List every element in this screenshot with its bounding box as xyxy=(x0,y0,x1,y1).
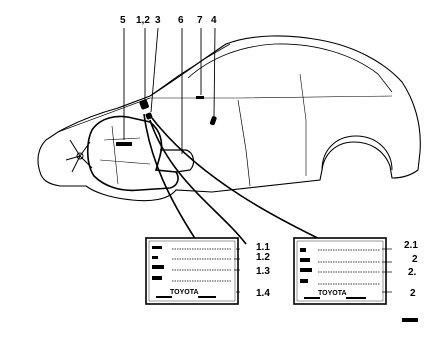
right-row-leaders xyxy=(382,248,392,293)
row-2-4: 2 xyxy=(410,288,416,299)
radiator-fan xyxy=(65,139,93,173)
callout-3: 3 xyxy=(155,15,161,26)
transmission xyxy=(160,149,195,173)
row-2-3: 2. xyxy=(408,267,417,278)
callout-4: 4 xyxy=(211,15,217,26)
callout-7: 7 xyxy=(197,15,203,26)
door-line xyxy=(237,99,251,187)
cowl-plate-mark-a xyxy=(139,99,149,110)
svg-text:TOYOTA: TOYOTA xyxy=(318,290,347,297)
car-body-outline xyxy=(37,35,421,202)
row-1-2: 1.2 xyxy=(256,252,270,263)
rear-wheel-arch xyxy=(321,135,393,171)
pillar-plate-mark xyxy=(209,116,217,126)
row-2-2: 2 xyxy=(412,254,418,265)
callout-6: 6 xyxy=(178,15,184,26)
toyota-logo: TOYOTA xyxy=(318,290,347,297)
figure-corner-mark xyxy=(402,318,418,322)
door-line-rear xyxy=(299,73,307,176)
right-id-plate: TOYOTA xyxy=(293,237,387,305)
left-id-plate: TOYOTA xyxy=(145,237,239,305)
engine-detail xyxy=(99,125,151,185)
door-plate-mark xyxy=(196,96,204,99)
callout-leaders xyxy=(123,27,216,154)
svg-text:TOYOTA: TOYOTA xyxy=(170,289,199,296)
plate-leaders xyxy=(143,113,331,245)
cowl-plate-mark-b xyxy=(145,112,153,120)
row-1-3: 1.3 xyxy=(256,266,270,277)
beltline xyxy=(150,95,393,99)
callout-5: 5 xyxy=(120,15,126,26)
row-1-1: 1.1 xyxy=(256,242,270,253)
engine-block xyxy=(86,115,179,192)
roof-inner-line xyxy=(187,43,393,93)
engine-number-mark xyxy=(116,142,132,146)
hood-line xyxy=(57,97,151,133)
callout-1-2: 1,2 xyxy=(136,15,150,26)
row-1-4: 1.4 xyxy=(256,288,270,299)
row-2-1: 2.1 xyxy=(404,240,418,251)
windshield-line xyxy=(149,43,231,97)
left-row-leaders xyxy=(234,248,240,293)
toyota-logo: TOYOTA xyxy=(170,289,199,296)
